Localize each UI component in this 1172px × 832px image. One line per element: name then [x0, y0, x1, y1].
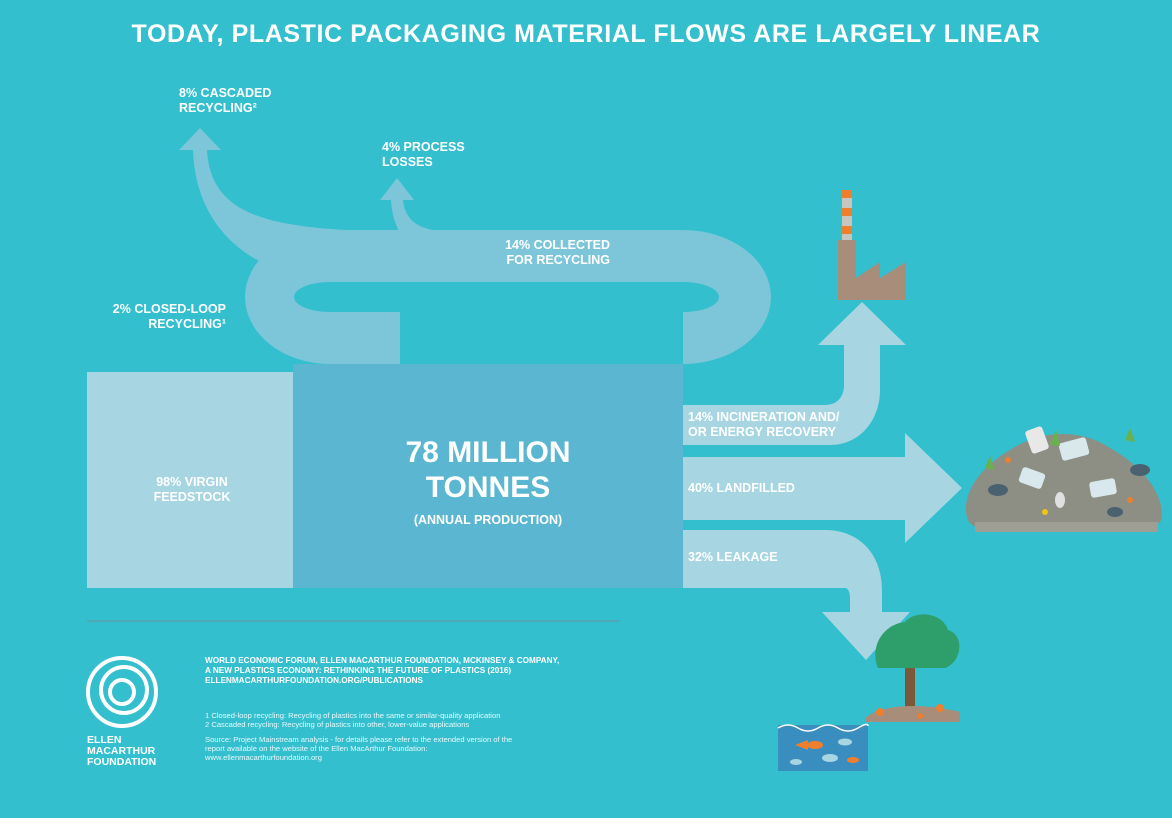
footnote-2: 2 Cascaded recycling: Recycling of plast…: [205, 720, 470, 729]
leakage-label: 32% LEAKAGE: [688, 550, 778, 564]
virgin-line1: 98% VIRGIN: [156, 475, 228, 489]
source-line1: Source: Project Mainstream analysis - fo…: [205, 735, 513, 744]
factory-icon: [838, 190, 906, 300]
loop-right-bend: [683, 230, 771, 364]
production-subtitle: (ANNUAL PRODUCTION): [413, 513, 563, 527]
landfilled-label: 40% LANDFILLED: [688, 481, 795, 495]
closed-loop-line2: RECYCLING¹: [148, 317, 226, 331]
collected-line2: FOR RECYCLING: [506, 253, 610, 267]
credit-line3: ELLENMACARTHURFOUNDATION.ORG/PUBLICATION…: [205, 676, 424, 685]
virgin-line2: FEEDSTOCK: [153, 490, 231, 504]
incineration-line1: 14% INCINERATION AND/: [688, 410, 840, 424]
incineration-label: 14% INCINERATION AND/ OR ENERGY RECOVERY: [688, 410, 839, 440]
virgin-feedstock-block: [87, 372, 297, 588]
production-line1: 78 MILLION: [405, 436, 571, 469]
cascaded-recycling-label: 8% CASCADED RECYCLING²: [179, 86, 271, 116]
closed-loop-line1: 2% CLOSED-LOOP: [112, 302, 226, 316]
credit-line2: A NEW PLASTICS ECONOMY: RETHINKING THE F…: [205, 666, 512, 675]
incineration-line2: OR ENERGY RECOVERY: [688, 425, 836, 439]
process-losses-line2: LOSSES: [382, 155, 433, 169]
footnotes: 1 Closed-loop recycling: Recycling of pl…: [205, 711, 512, 762]
logo-line3: FOUNDATION: [87, 756, 157, 768]
process-losses-arrow: [380, 178, 455, 262]
source-line2: report available on the website of the E…: [205, 744, 428, 753]
annual-production-label: 78 MILLION TONNES (ANNUAL PRODUCTION): [293, 435, 683, 527]
logo-line2: MACARTHUR: [87, 745, 156, 757]
landfill-icon: [965, 426, 1162, 532]
process-losses-line1: 4% PROCESS: [382, 140, 465, 154]
cascaded-recycling-arrow: [179, 128, 345, 282]
loop-top-right-band: [560, 230, 683, 282]
virgin-feedstock-label: 98% VIRGIN FEEDSTOCK: [87, 475, 297, 505]
source-link[interactable]: www.ellenmacarthurfoundation.org: [205, 753, 322, 762]
footnote-1: 1 Closed-loop recycling: Recycling of pl…: [205, 711, 501, 720]
closed-loop-recycling-label: 2% CLOSED-LOOP RECYCLING¹: [60, 302, 226, 332]
production-line2: TONNES: [425, 471, 551, 504]
incineration-arrow: [683, 302, 906, 445]
ocean-fish-icon: [777, 723, 869, 771]
tree-icon: [865, 614, 960, 722]
credit-block: WORLD ECONOMIC FORUM, ELLEN MACARTHUR FO…: [205, 656, 559, 686]
collected-line1: 14% COLLECTED: [505, 238, 610, 252]
cascaded-recycling-line1: 8% CASCADED: [179, 86, 272, 100]
landfilled-arrow: [683, 433, 962, 543]
credit-line1: WORLD ECONOMIC FORUM, ELLEN MACARTHUR FO…: [205, 656, 560, 665]
collected-for-recycling-label: 14% COLLECTED FOR RECYCLING: [440, 238, 610, 268]
ellen-macarthur-logo-icon: [86, 656, 158, 728]
logo-line1: ELLEN: [87, 734, 122, 746]
annual-production-block: [293, 364, 683, 588]
cascaded-recycling-line2: RECYCLING²: [179, 101, 257, 115]
page-title: TODAY, PLASTIC PACKAGING MATERIAL FLOWS …: [131, 20, 1041, 48]
logo-wordmark: ELLEN MACARTHUR FOUNDATION: [87, 735, 156, 768]
process-losses-label: 4% PROCESS LOSSES: [382, 140, 465, 170]
leakage-arrow: [683, 530, 910, 660]
